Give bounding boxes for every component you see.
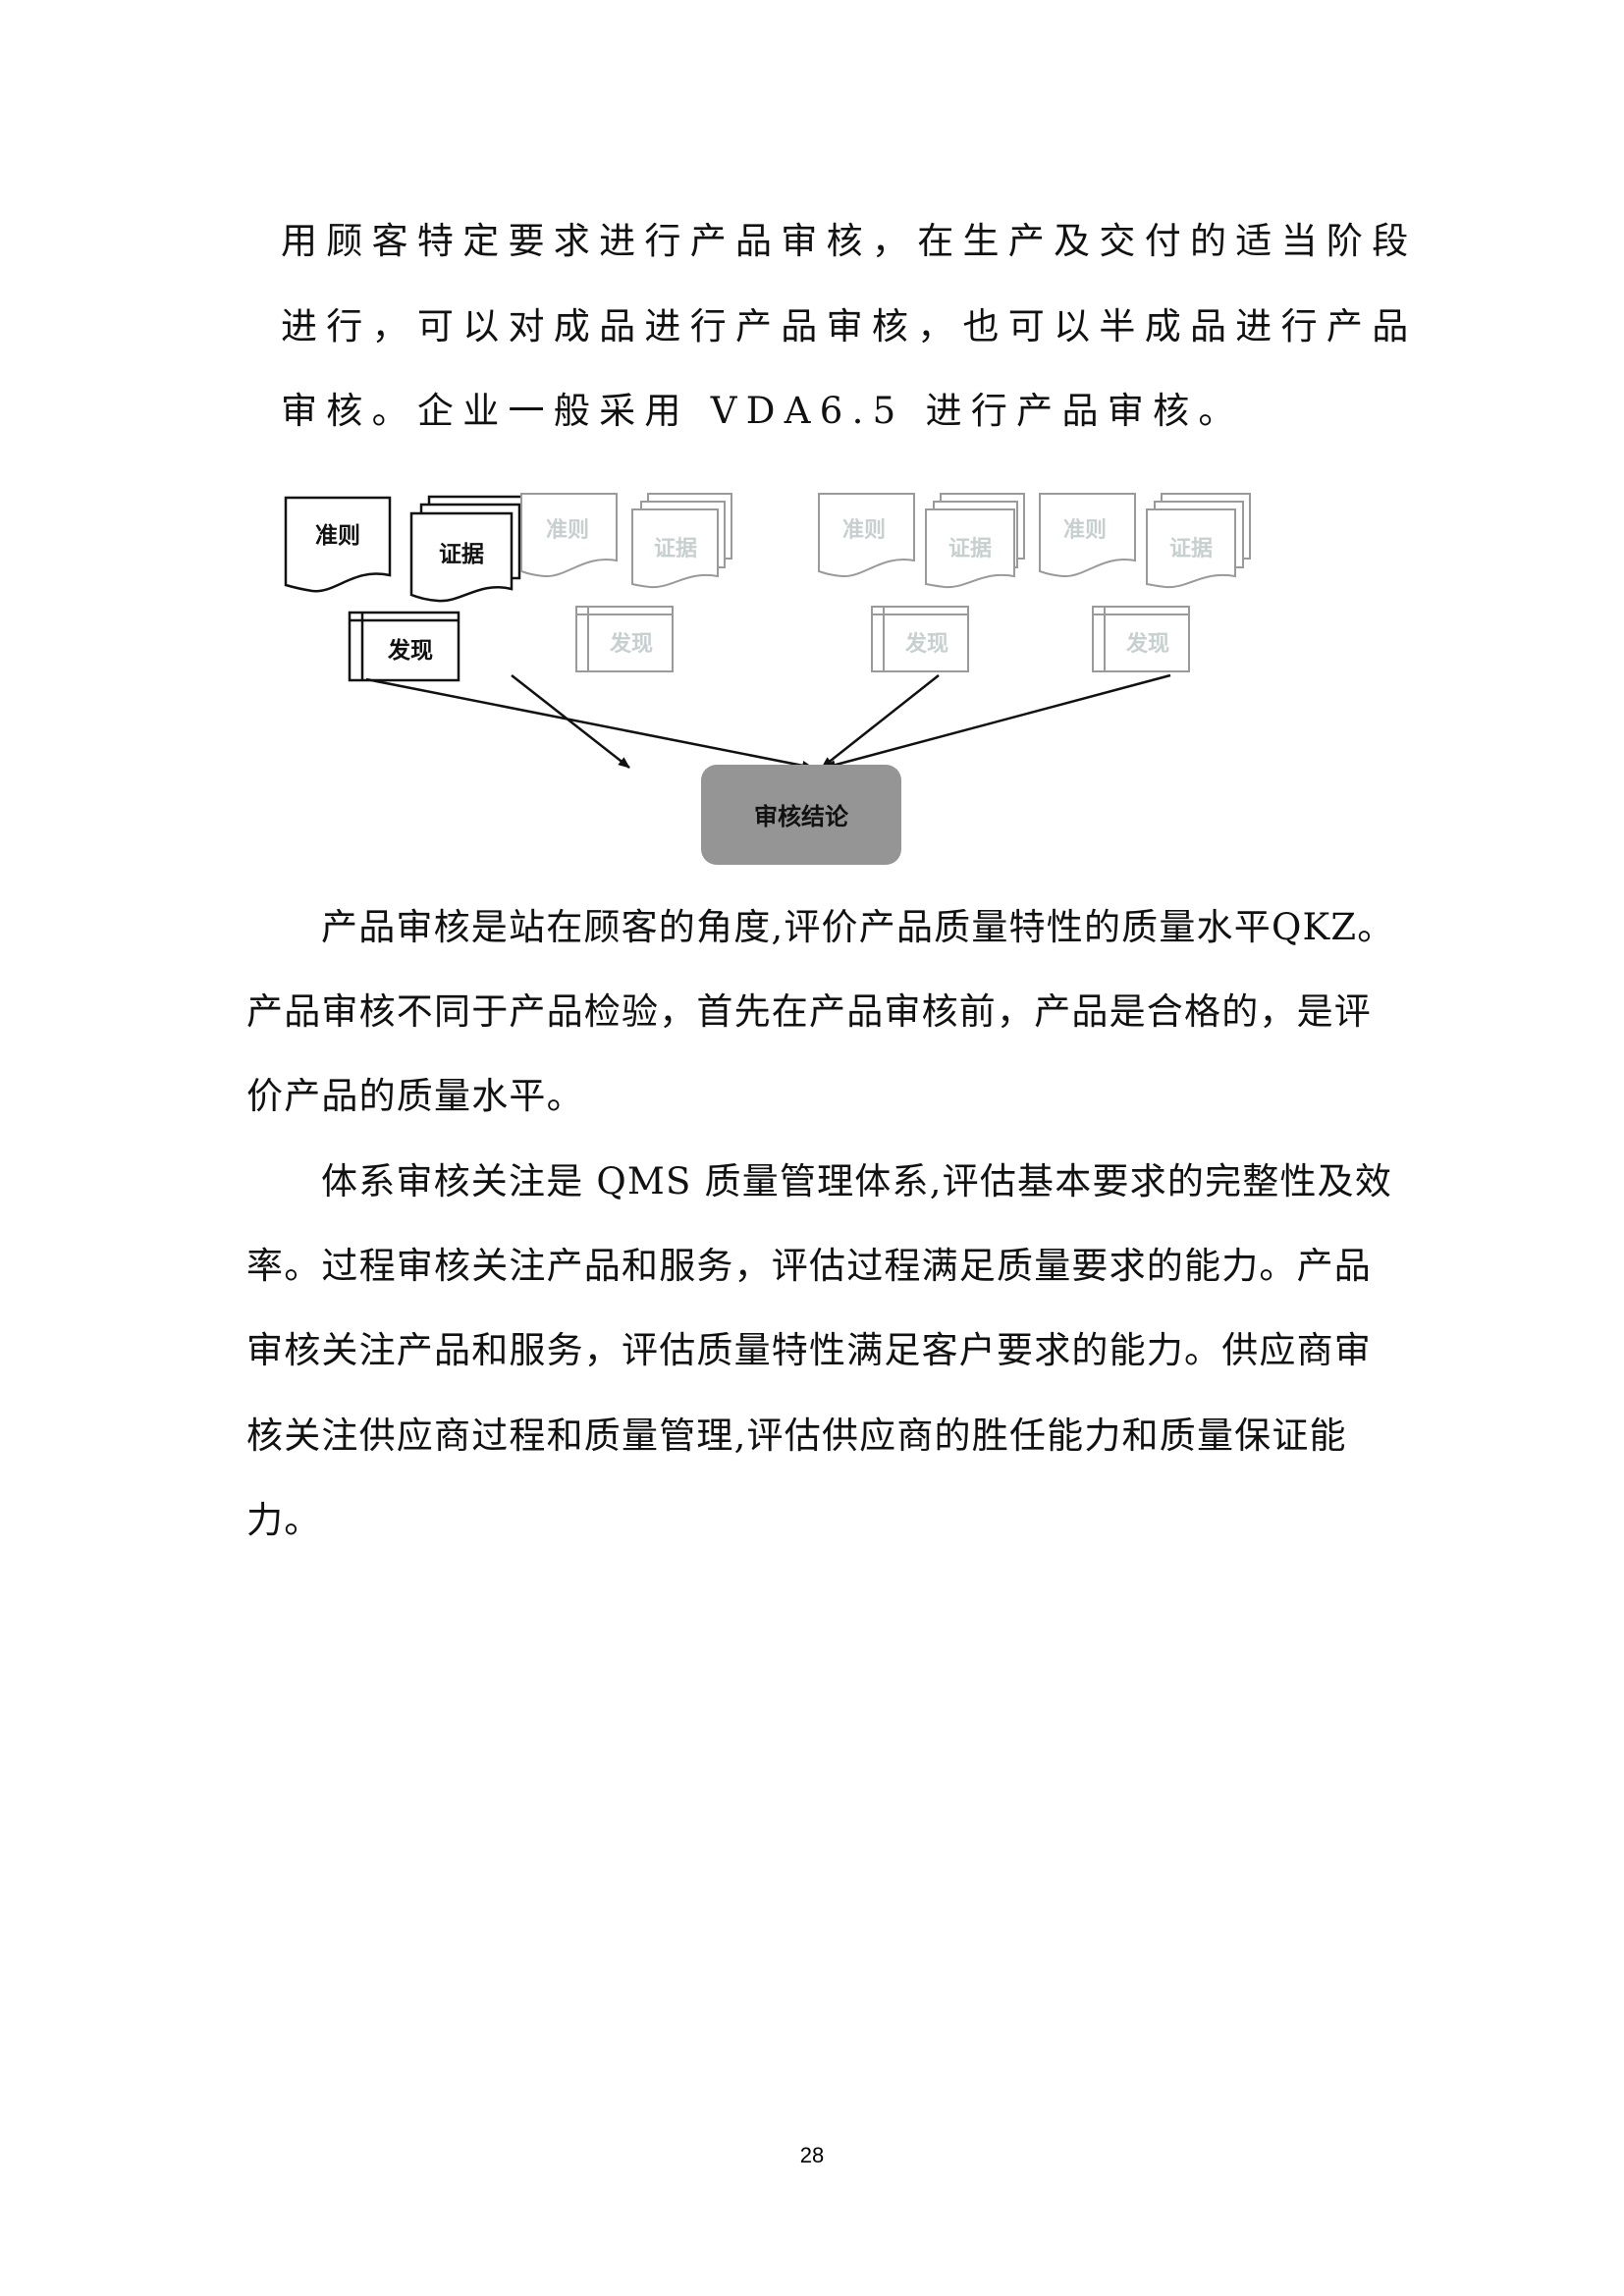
text-line: 产品审核不同于产品检验，首先在产品审核前，产品是合格的，是评 bbox=[246, 990, 1372, 1033]
page-number: 28 bbox=[799, 2143, 825, 2167]
text-line: 产品审核是站在顾客的角度,评价产品质量特性的质量水平QKZ。 bbox=[321, 906, 1395, 948]
finding-label: 发现 bbox=[609, 631, 653, 657]
finding-box-icon bbox=[348, 611, 460, 682]
criteria-label: 准则 bbox=[1063, 518, 1107, 543]
text-line: 体系审核关注是 QMS 质量管理体系,评估基本要求的完整性及效 bbox=[321, 1160, 1393, 1202]
arrow-from-group-4 bbox=[824, 673, 1171, 770]
text-line: 率。过程审核关注产品和服务，评估过程满足质量要求的能力。产品 bbox=[246, 1245, 1372, 1287]
criteria-label: 准则 bbox=[546, 518, 589, 543]
evidence-label: 证据 bbox=[654, 537, 697, 561]
arrows bbox=[365, 677, 814, 771]
arrow-from-group-3 bbox=[821, 674, 940, 769]
evidence-label: 证据 bbox=[948, 537, 992, 561]
criteria-label: 准则 bbox=[315, 523, 360, 549]
group-1: 准则 证据 发现 bbox=[284, 495, 529, 682]
text-line: 审核。企业一般采用 VDA6.5 进行产品审核。 bbox=[281, 390, 1244, 432]
text-line: 力。 bbox=[246, 1499, 322, 1541]
text-line: 核关注供应商过程和质量管理,评估供应商的胜任能力和质量保证能 bbox=[246, 1415, 1347, 1457]
evidence-documents-icon bbox=[409, 511, 514, 603]
text-line: 审核关注产品和服务，评估质量特性满足客户要求的能力。供应商审 bbox=[246, 1329, 1372, 1371]
audit-conclusion-label: 审核结论 bbox=[754, 803, 849, 830]
arrow-from-group-2 bbox=[511, 674, 630, 769]
text-line: 价产品的质量水平。 bbox=[246, 1075, 584, 1117]
criteria-document-icon bbox=[284, 496, 392, 593]
arrow-icon bbox=[365, 677, 814, 771]
criteria-label: 准则 bbox=[842, 518, 886, 543]
evidence-label: 证据 bbox=[439, 542, 484, 567]
finding-label: 发现 bbox=[904, 631, 948, 657]
group-2: 准则 证据 发现 bbox=[520, 493, 732, 672]
finding-label: 发现 bbox=[1125, 631, 1169, 657]
finding-label: 发现 bbox=[387, 637, 433, 664]
group-4: 准则 证据 发现 bbox=[1039, 493, 1251, 672]
text-line: 用顾客特定要求进行产品审核，在生产及交付的适当阶段 bbox=[281, 220, 1418, 262]
evidence-label: 证据 bbox=[1169, 537, 1213, 561]
group-3: 准则 证据 发现 bbox=[818, 493, 1025, 672]
text-line: 进行，可以对成品进行产品审核，也可以半成品进行产品 bbox=[281, 305, 1418, 347]
audit-conclusion-box bbox=[701, 765, 901, 865]
